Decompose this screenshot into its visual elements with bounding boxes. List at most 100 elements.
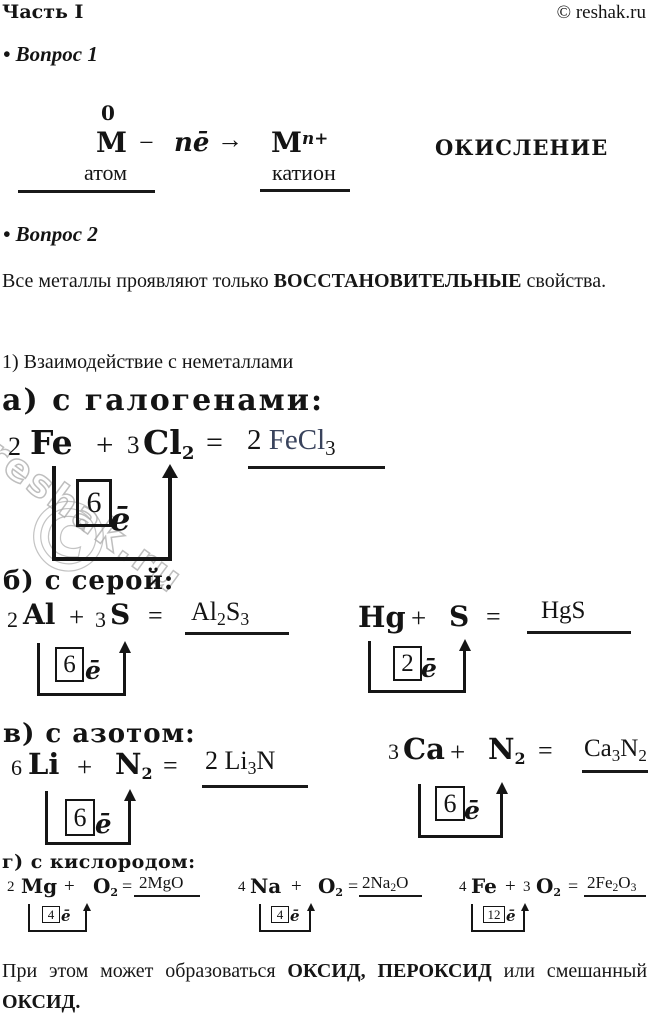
copyright-note: © reshak.ru: [556, 2, 646, 23]
electron-count-box: 2: [393, 646, 422, 681]
electron-arrow-line: [168, 476, 172, 557]
conclusion-bold-oxide2: ОКСИД.: [2, 991, 81, 1013]
cation-charge: n+: [302, 128, 329, 149]
electron-symbol: ē: [421, 654, 437, 683]
electron-arrow-head-icon: [496, 782, 508, 794]
electron-symbol: ē: [506, 907, 516, 925]
electrons-term: nē: [174, 128, 210, 158]
n2-symbol: N2: [488, 732, 526, 768]
electron-arrow-head-icon: [119, 641, 131, 653]
na2o-answer: 2Na2O: [362, 873, 409, 895]
statement-bold-term: ВОССТАНОВИТЕЛЬНЫЕ: [273, 270, 522, 292]
plus-sign: +: [69, 602, 85, 632]
s-coef: 3: [95, 607, 106, 632]
fe-coef: 2: [8, 432, 21, 461]
cl2-subscript: 2: [181, 443, 195, 465]
o2-symbol: O2: [93, 874, 119, 900]
plus-sign: +: [450, 737, 466, 767]
electron-count-box: 6: [55, 647, 84, 682]
plus-sign: +: [505, 876, 516, 897]
list-item-nonmetals: 1) Взаимодействие с неметаллами: [2, 351, 294, 373]
hgs-answer: HgS: [541, 597, 586, 624]
conclusion-mid-text: или смешанный: [503, 960, 648, 982]
electron-transfer-bracket: [45, 789, 136, 845]
ca3n2-answer: Ca3N2: [584, 735, 647, 766]
o2-symbol: O2: [536, 874, 562, 900]
metals-statement: Все металлы проявляют только ВОССТАНОВИТ…: [2, 266, 646, 297]
electron-arrow-head-icon: [124, 789, 136, 801]
answer-underline: [582, 770, 648, 773]
fe-symbol: Fe: [30, 423, 73, 462]
electron-transfer-bracket: [418, 782, 508, 838]
electron-arrow-line: [85, 910, 87, 930]
equals-sign: =: [486, 602, 501, 631]
s-symbol: S: [449, 600, 470, 633]
electron-arrow-head-icon: [162, 464, 178, 478]
cl2-coef: 3: [127, 432, 140, 459]
answer-underline: [248, 466, 385, 469]
electron-symbol: ē: [464, 796, 480, 825]
plus-sign: +: [77, 752, 93, 782]
fecl3-answer: 2 FeCl3: [247, 424, 336, 461]
fe2o3-answer: 2Fe2O3: [587, 873, 637, 895]
fe-coef: 4: [459, 879, 467, 895]
electron-arrow-line: [523, 910, 525, 930]
ca-coef: 3: [388, 739, 399, 764]
answer-underline: [527, 631, 631, 634]
atom-underline: [18, 190, 155, 193]
plus-sign: +: [64, 876, 75, 897]
halogens-heading: а) с галогенами:: [2, 383, 325, 418]
electron-transfer-bracket: [259, 903, 315, 932]
electron-symbol: ē: [290, 907, 300, 925]
electron-transfer-bracket: [37, 641, 131, 696]
electron-count-box: 12: [483, 906, 505, 923]
mg-symbol: Mg: [21, 874, 58, 898]
equals-sign: =: [538, 736, 553, 765]
answer-underline: [584, 895, 646, 897]
metal-cation-symbol: Mn+: [271, 126, 329, 159]
n2-symbol: N2: [115, 747, 153, 783]
oxidation-state: 0: [101, 101, 115, 125]
conclusion-bold-peroxide: ПЕРОКСИД: [377, 960, 492, 982]
equals-sign: =: [163, 751, 178, 780]
answer-underline: [359, 895, 422, 897]
electron-symbol: ē: [95, 810, 112, 840]
electron-arrow-line: [500, 793, 503, 835]
cation-label: катион: [272, 160, 336, 185]
answer-underline: [202, 785, 308, 788]
electron-count-box: 4: [271, 906, 289, 923]
cl2-symbol: Cl2: [143, 423, 195, 465]
electron-transfer-bracket: [471, 903, 529, 932]
equals-sign: =: [206, 426, 223, 459]
plus-sign: +: [411, 603, 427, 633]
metal-atom-symbol: M: [96, 126, 127, 159]
cation-underline: [260, 189, 350, 192]
electron-count-box: 6: [76, 479, 112, 527]
al2s3-answer: Al2S3: [191, 597, 250, 630]
li-coef: 6: [11, 755, 22, 780]
o2-symbol: O2: [318, 874, 344, 900]
equals-sign: =: [122, 876, 133, 896]
oxygen-heading: г) с кислородом:: [2, 851, 196, 873]
electron-arrow-head-icon: [83, 903, 91, 911]
al-coef: 2: [7, 607, 18, 632]
equals-sign: =: [568, 876, 579, 896]
electron-count-box: 6: [435, 786, 465, 821]
nitrogen-heading: в) с азотом:: [3, 719, 196, 749]
question1-label: • Вопрос 1: [3, 42, 98, 66]
process-label: ОКИСЛЕНИЕ: [435, 135, 609, 160]
electron-transfer-bracket: [52, 464, 178, 561]
minus-sign: −: [139, 128, 154, 157]
equals-sign: =: [148, 601, 163, 630]
question2-label: • Вопрос 2: [3, 222, 98, 246]
electron-arrow-head-icon: [459, 639, 471, 651]
atom-label: атом: [84, 160, 128, 185]
hg-symbol: Hg: [358, 600, 406, 634]
electron-arrow-line: [463, 650, 466, 690]
fecl3-subscript: 3: [325, 436, 336, 461]
plus-sign: +: [291, 876, 302, 897]
electron-transfer-bracket: [28, 903, 91, 932]
s-symbol: S: [110, 598, 131, 631]
